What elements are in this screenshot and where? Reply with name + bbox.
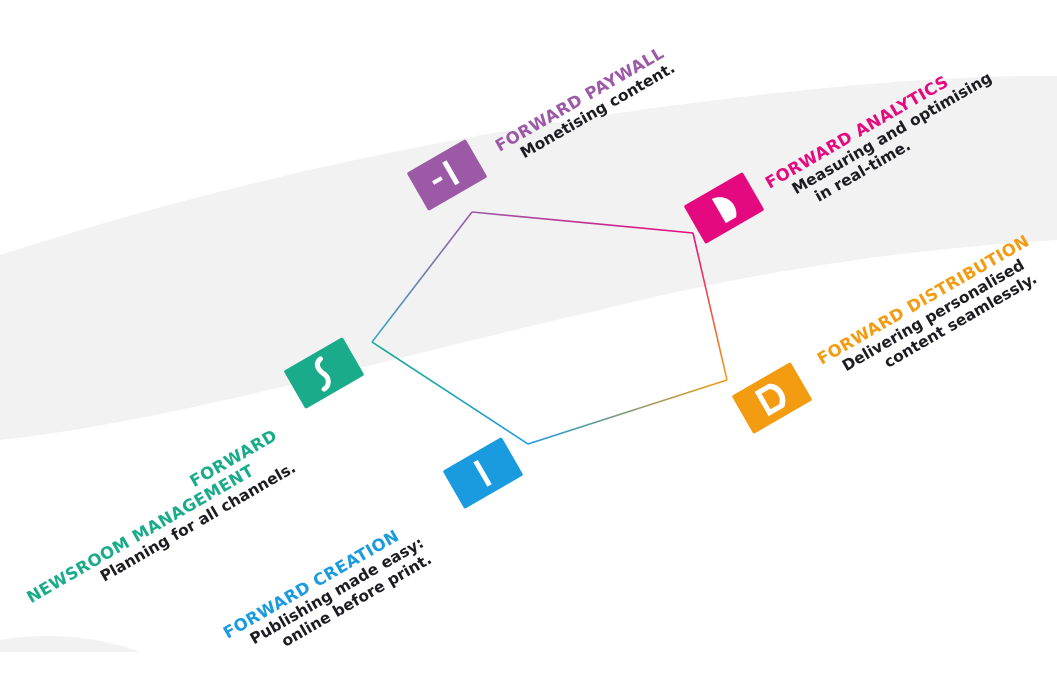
creation-icon	[443, 437, 523, 509]
paywall-icon	[407, 139, 487, 211]
analytics-icon	[684, 172, 764, 244]
background-band-corner	[0, 636, 140, 652]
background-band	[0, 75, 1057, 440]
newsroom-icon	[284, 337, 364, 409]
distribution-icon	[732, 362, 812, 434]
forward-suite-diagram	[0, 75, 1057, 652]
pentagon-outline	[371, 211, 728, 445]
